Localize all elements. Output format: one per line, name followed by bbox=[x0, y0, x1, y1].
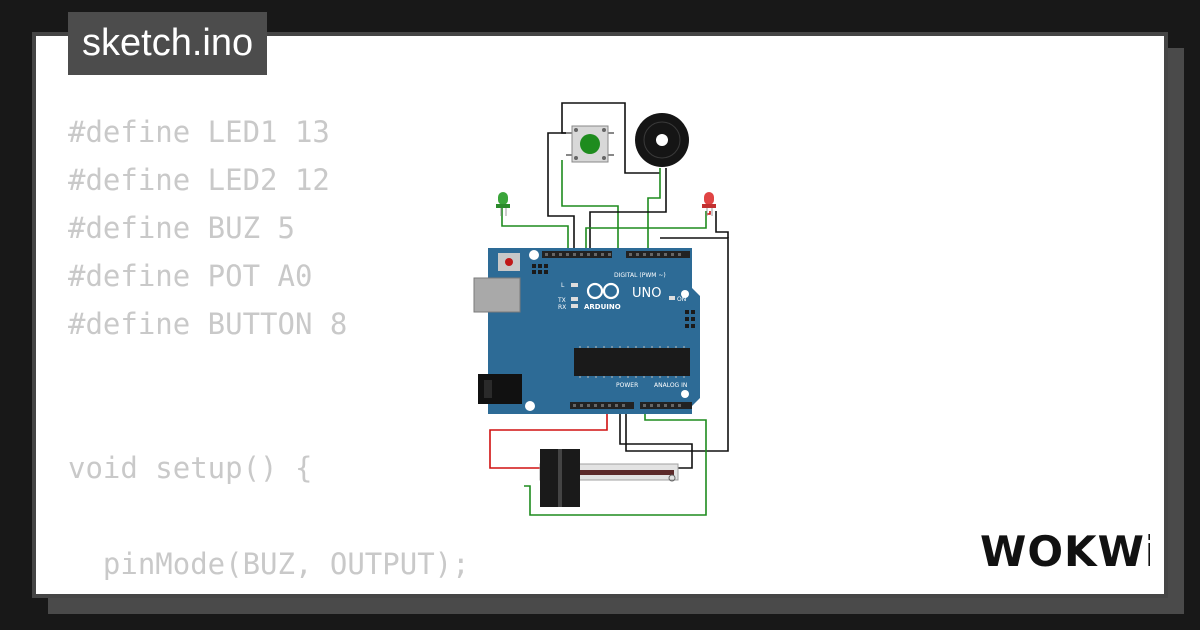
code-line: #define POT A0 bbox=[68, 259, 313, 293]
led-green[interactable] bbox=[496, 192, 510, 216]
code-line: #define LED1 13 bbox=[68, 115, 330, 149]
code-preview: #define LED1 13 #define LED2 12 #define BU… bbox=[68, 108, 487, 594]
power-label: POWER bbox=[616, 382, 638, 389]
wire-led-red-green bbox=[585, 211, 707, 254]
wire-buzzer-green bbox=[647, 168, 661, 254]
wire-buzzer-black bbox=[589, 168, 667, 254]
led-red[interactable] bbox=[702, 192, 716, 216]
wire-a0-green bbox=[524, 404, 707, 516]
arduino-uno-board[interactable]: DIGITAL (PWM ~) L TX RX UNO ARDUINO ON bbox=[473, 248, 700, 414]
code-line bbox=[68, 348, 487, 396]
wire-right-black bbox=[715, 211, 729, 238]
board-model: UNO bbox=[632, 286, 661, 301]
digital-header-left bbox=[542, 251, 612, 258]
circuit-diagram: DIGITAL (PWM ~) L TX RX UNO ARDUINO ON bbox=[473, 102, 729, 516]
sketch-title: sketch.ino bbox=[82, 22, 254, 64]
arduino-logo-icon bbox=[586, 282, 620, 300]
wire-button-top bbox=[561, 102, 660, 174]
slide-potentiometer[interactable] bbox=[539, 449, 679, 507]
wire-gnd-pot bbox=[619, 404, 693, 469]
wire-button-green bbox=[561, 160, 619, 254]
board-brand: ARDUINO bbox=[584, 303, 621, 311]
code-line bbox=[68, 492, 487, 540]
wokwi-logo: WOKWi bbox=[980, 527, 1150, 576]
wire-button-black bbox=[547, 132, 575, 254]
tx-label: TX bbox=[557, 297, 566, 304]
wire-gnd-long bbox=[625, 237, 729, 452]
wire-5v-red bbox=[489, 404, 608, 469]
analog-label: ANALOG IN bbox=[654, 382, 687, 389]
rx-label: RX bbox=[558, 304, 566, 311]
code-line: #define BUTTON 8 bbox=[68, 307, 348, 341]
push-button[interactable] bbox=[566, 125, 614, 163]
buzzer[interactable] bbox=[635, 113, 689, 167]
code-line bbox=[68, 396, 487, 444]
sketch-title-badge: sketch.ino bbox=[68, 12, 268, 75]
usb-port bbox=[473, 277, 521, 313]
atmega-chip bbox=[574, 348, 690, 376]
code-line: void setup() { bbox=[68, 451, 313, 485]
code-line: pinMode(BUZ, OUTPUT); bbox=[68, 547, 470, 581]
on-label: ON bbox=[677, 296, 686, 303]
code-line: pinMode(LED1, OUTPUT); bbox=[68, 588, 487, 594]
code-line: #define LED2 12 bbox=[68, 163, 330, 197]
code-line: #define BUZ 5 bbox=[68, 211, 295, 245]
digital-label: DIGITAL (PWM ~) bbox=[614, 272, 666, 279]
wokwi-logo-text: WOKWi bbox=[980, 527, 1150, 576]
wire-led-green bbox=[501, 208, 569, 254]
l-label: L bbox=[561, 282, 565, 289]
